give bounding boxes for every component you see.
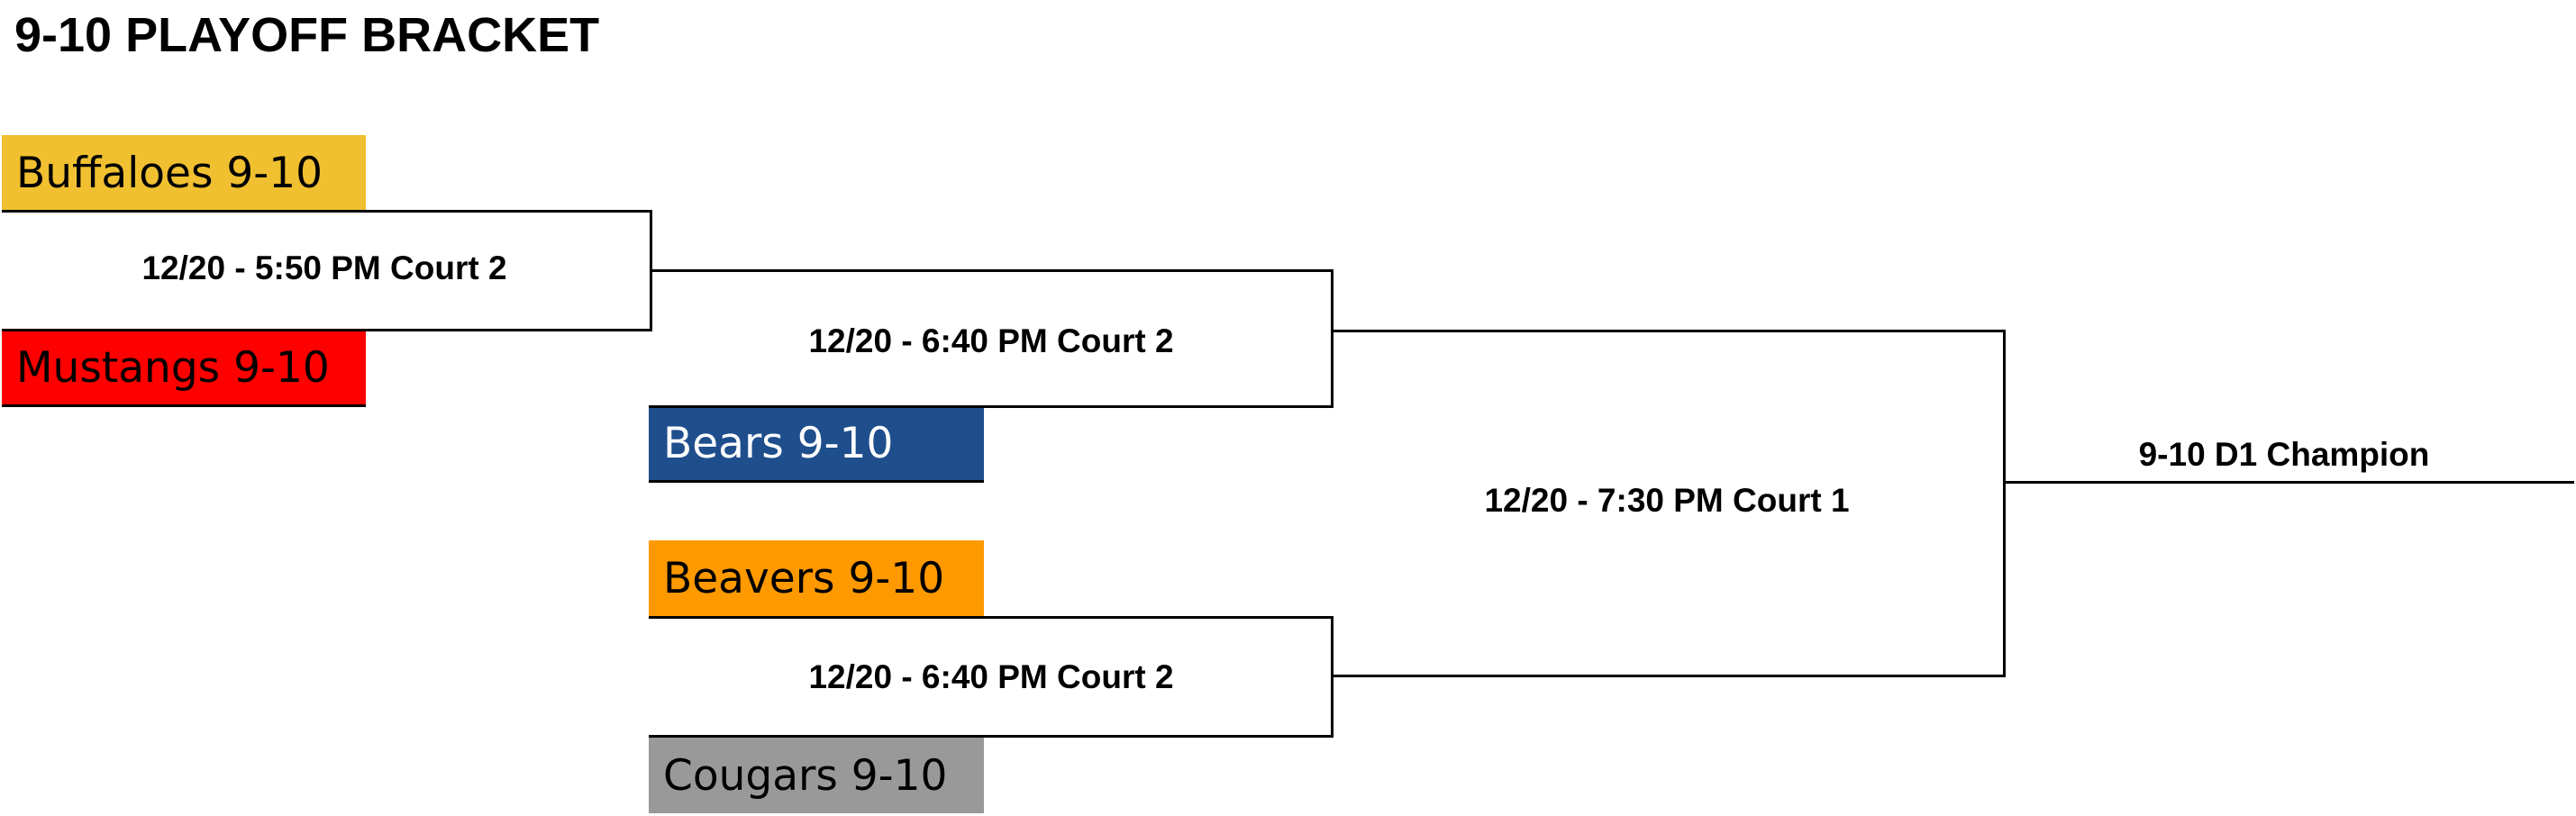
bracket-line-semi-bottom-bottom <box>649 735 1334 738</box>
team-slot-cougars: Cougars 9-10 <box>649 738 984 813</box>
bracket-line-champion <box>2003 481 2574 484</box>
bracket-line-final-vertical <box>2003 330 2006 677</box>
game-semi-top-label: 12/20 - 6:40 PM Court 2 <box>808 322 1174 359</box>
champion-label: 9-10 D1 Champion <box>2138 436 2430 473</box>
game-semi-bottom-label: 12/20 - 6:40 PM Court 2 <box>808 658 1174 695</box>
game-final-label: 12/20 - 7:30 PM Court 1 <box>1484 482 1850 519</box>
game-round1-label: 12/20 - 5:50 PM Court 2 <box>141 249 507 286</box>
bracket-line-semi-bottom-out <box>1331 675 2006 677</box>
bracket-line-round1-bottom <box>2 329 652 331</box>
bracket-line-semi-bottom-top <box>649 616 1334 619</box>
page-title: 9-10 PLAYOFF BRACKET <box>14 8 600 62</box>
team-slot-mustangs: Mustangs 9-10 <box>2 331 366 407</box>
bracket-line-semi-top-bottom <box>649 405 1334 408</box>
team-slot-beavers: Beavers 9-10 <box>649 540 984 616</box>
team-slot-buffaloes: Buffaloes 9-10 <box>2 135 366 211</box>
bracket-line-round1-out <box>650 269 1334 272</box>
bracket-line-semi-top-out <box>1331 330 2006 332</box>
bracket-line-semi-top-vertical <box>1331 269 1334 408</box>
bracket-line-round1-top <box>2 210 652 213</box>
team-slot-bears: Bears 9-10 <box>649 407 984 483</box>
